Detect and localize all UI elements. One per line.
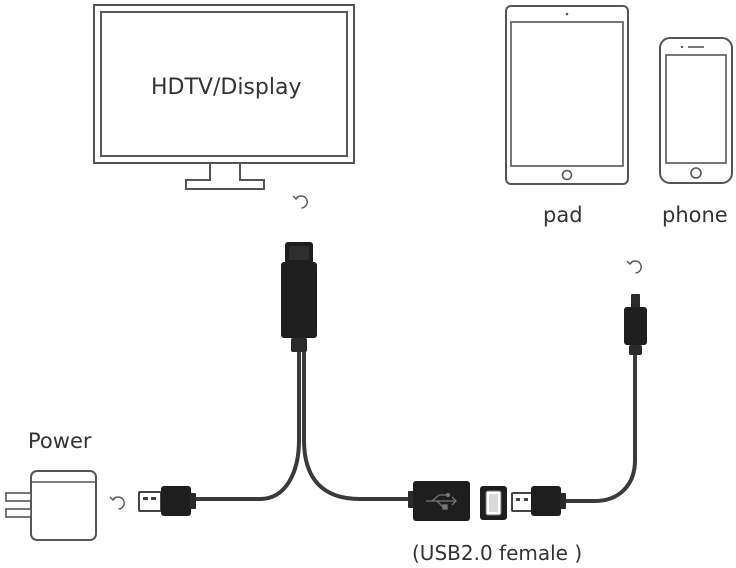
smartphone-icon xyxy=(659,37,733,184)
rotate-icon xyxy=(292,195,308,209)
hdmi-plug xyxy=(281,242,317,352)
usb-male-plug-power xyxy=(138,486,196,516)
usb-female-receptacle xyxy=(408,481,507,521)
monitor-icon xyxy=(93,4,355,190)
usb-female-label: (USB2.0 female ) xyxy=(412,541,583,565)
cables xyxy=(191,350,637,503)
usb-male-plug-right xyxy=(511,486,566,516)
rotate-icon xyxy=(109,496,125,510)
micro-usb-plug xyxy=(624,294,647,355)
display-label: HDTV/Display xyxy=(151,75,302,100)
power-adapter-icon xyxy=(5,470,97,541)
pad-label: pad xyxy=(543,203,583,227)
power-label: Power xyxy=(28,429,92,453)
tablet-icon xyxy=(505,5,629,185)
phone-label: phone xyxy=(662,203,728,227)
rotate-icon xyxy=(626,260,642,274)
